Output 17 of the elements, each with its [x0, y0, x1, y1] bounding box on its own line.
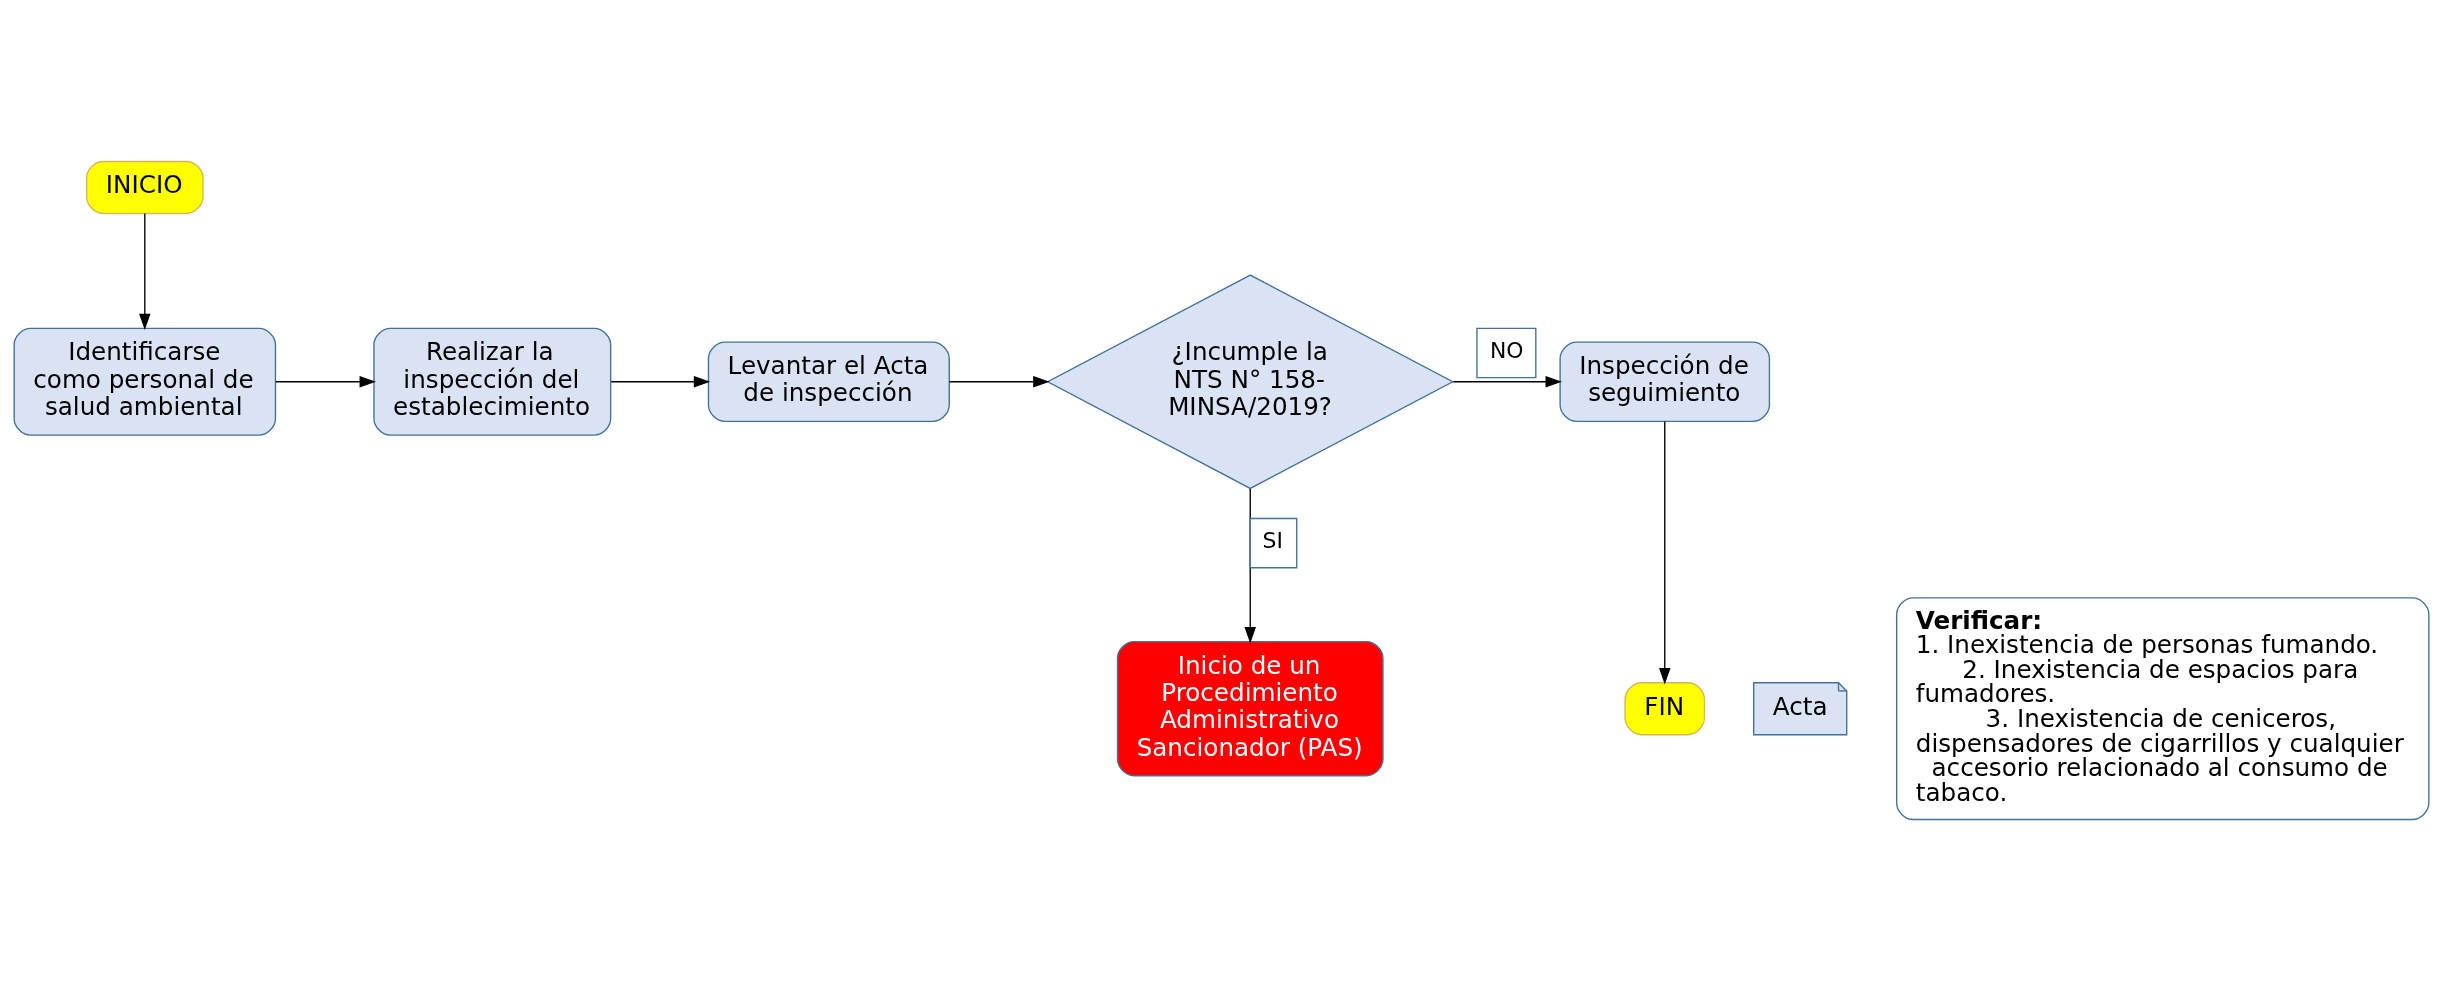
arrow: [610, 376, 711, 388]
edge-label: SI: [1262, 528, 1283, 554]
node-box: Realizar la inspección del establecimiento: [373, 327, 612, 436]
arrow: [1452, 376, 1562, 388]
node-box: FIN: [1624, 682, 1706, 736]
arrow: [139, 212, 151, 331]
node-box: Levantar el Acta de inspección: [707, 341, 950, 423]
edge-label: NO: [1489, 338, 1524, 364]
arrow: [1659, 420, 1671, 685]
node-box: Identificarse como personal de salud ambiental: [13, 327, 277, 436]
arrow: [948, 376, 1050, 388]
node-box: Verificar: 1. Inexistencia de personas fumando. 2. Inexistencia de espacios para fumadores. 3. Inexistencia de ceniceros, dispensadores de cigarrillos y cualquier accesorio relacionado al consumo de tabaco.: [1895, 597, 2430, 821]
node-box: Inspección de seguimiento: [1559, 341, 1771, 423]
node-box: INICIO: [85, 160, 204, 215]
node-box: Inicio de un Procedimiento Administrativo Sancionador (PAS): [1116, 641, 1384, 777]
arrow: [275, 376, 376, 388]
node-diamond: ¿Incumple la NTS N° 158-MINSA/2019?: [1046, 274, 1455, 490]
